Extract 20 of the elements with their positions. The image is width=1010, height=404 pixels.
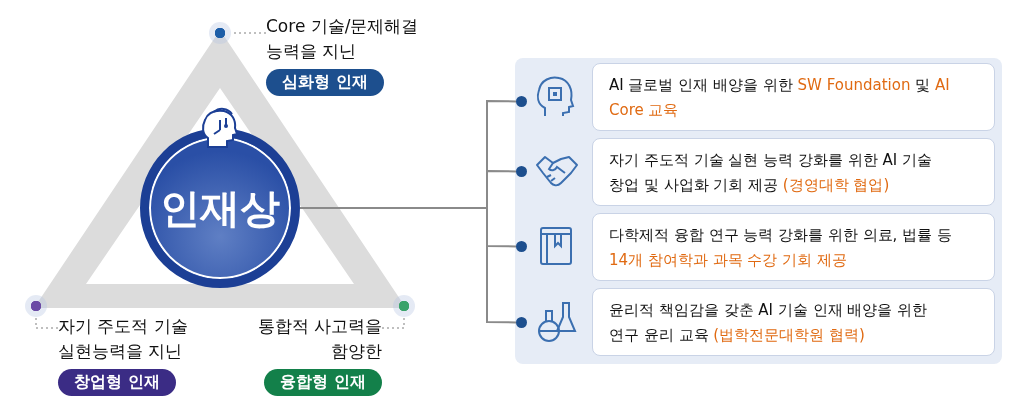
leader-line (35, 316, 59, 329)
category-label: 심화형 인재 (266, 69, 384, 97)
vertex-dot (25, 295, 47, 317)
connector-dot (516, 241, 527, 252)
panel-background (515, 58, 1002, 364)
category-label: 창업형 인재 (58, 369, 176, 397)
description-text: 자기 주도적 기술 실현능력을 지닌 (58, 315, 189, 363)
connector-dot (516, 166, 527, 177)
leader-line (381, 316, 405, 329)
vertex-dot (393, 295, 415, 317)
info-card: 윤리적 책임감을 갖춘 AI 기술 인재 배양을 위한 연구 윤리 교육 (법학전문대학원 협력) (592, 288, 995, 356)
description-text: 통합적 사고력을 함양한 (256, 315, 382, 363)
info-card: 다학제적 융합 연구 능력 강화를 위한 의료, 법률 등 14개 참여학과 과목 수강 기회 제공 (592, 213, 995, 281)
connector-dot (516, 96, 527, 107)
info-card: AI 글로벌 인재 배양을 위한 SW Foundation 및 AI Core 교육 (592, 63, 995, 131)
vertex-dot (209, 22, 231, 44)
info-card: 자기 주도적 기술 실현 능력 강화를 위한 AI 기술 창업 및 사업화 기회 제공 (경영대학 협업) (592, 138, 995, 206)
category-label: 융합형 인재 (264, 369, 382, 397)
description-text: Core 기술/문제해결 능력을 지닌 (266, 15, 420, 63)
connector-dot (516, 317, 527, 328)
